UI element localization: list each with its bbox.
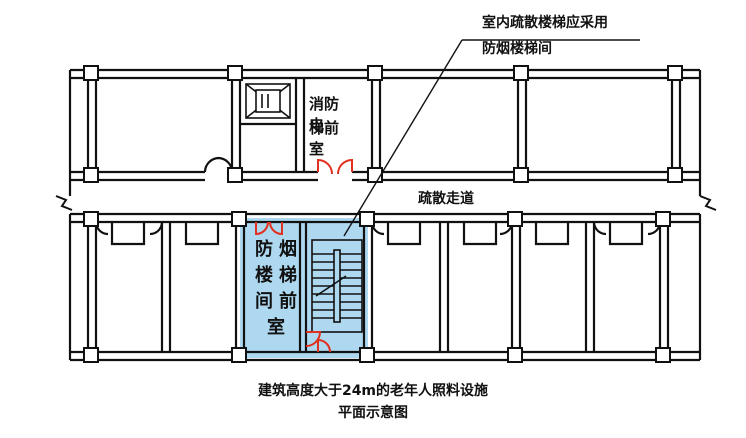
lobby-char-7: 室 <box>267 317 285 338</box>
lobby-char-5: 间 <box>255 291 273 312</box>
elevator-icon <box>245 83 291 119</box>
corridor-break-marks <box>55 195 717 211</box>
stair-icon <box>311 239 363 333</box>
lobby-char-1: 防 <box>255 239 273 260</box>
lobby-char-4: 梯 <box>279 265 297 286</box>
smoke-stair-lobby-area <box>240 218 368 358</box>
annotation-leader <box>343 39 640 237</box>
corridor-label: 疏散走道 <box>418 191 474 207</box>
door-icon <box>255 158 353 353</box>
fire-elevator-room-line-1: 消防电 <box>309 95 340 134</box>
lobby-char-6: 前 <box>279 291 297 312</box>
caption-line-1: 建筑高度大于24m的老年人照料设施 <box>257 383 489 399</box>
lobby-char-3: 楼 <box>255 265 273 286</box>
lobby-char-2: 烟 <box>279 239 297 260</box>
caption-line-2: 平面示意图 <box>338 405 408 421</box>
annotation-line-1: 室内疏散楼梯应采用 <box>482 15 608 31</box>
fire-elevator-room-line-2: 梯前室 <box>309 119 340 158</box>
walls <box>68 68 702 362</box>
columns <box>83 65 683 363</box>
annotation-line-2: 防烟楼梯间 <box>482 41 552 57</box>
